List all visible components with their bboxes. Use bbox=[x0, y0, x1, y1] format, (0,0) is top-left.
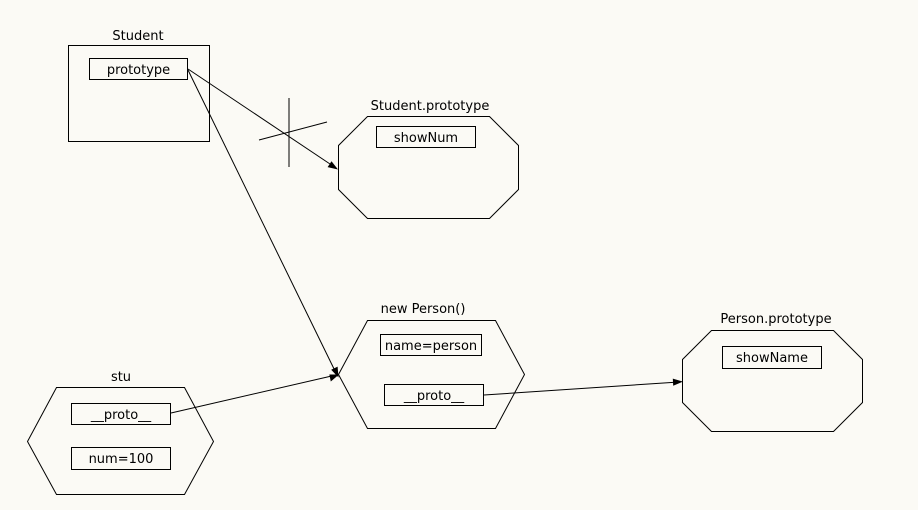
new-person-proto-field: __proto__ bbox=[384, 384, 484, 406]
edge-line bbox=[483, 381, 680, 396]
arrowhead bbox=[672, 378, 683, 386]
edge-student-to-new-person bbox=[187, 69, 339, 378]
person-prototype-node: Person.prototype showName bbox=[682, 312, 863, 432]
name-person-label: name=person bbox=[385, 339, 477, 354]
new-person-proto-box bbox=[384, 384, 484, 406]
person-prototype-shape bbox=[682, 330, 863, 432]
student-prototype-field: prototype bbox=[89, 58, 188, 80]
arrowhead bbox=[329, 374, 339, 382]
student-prototype-box bbox=[89, 58, 188, 80]
show-name-field: showName bbox=[722, 346, 822, 369]
student-title: Student bbox=[112, 29, 163, 44]
cross-out-mark bbox=[258, 98, 328, 167]
stu-node: stu __proto__ num=100 bbox=[26, 370, 215, 495]
student-prototype-label: prototype bbox=[107, 63, 170, 78]
stu-proto-field: __proto__ bbox=[71, 403, 171, 425]
show-num-field: showNum bbox=[376, 126, 476, 148]
edge-line bbox=[187, 68, 337, 169]
num-label: num=100 bbox=[89, 452, 154, 467]
edge-line bbox=[170, 374, 337, 414]
show-num-label: showNum bbox=[394, 131, 458, 146]
show-name-box bbox=[722, 346, 822, 369]
edge-line bbox=[187, 69, 338, 376]
student-prototype-title: Student.prototype bbox=[371, 99, 490, 114]
edge-stu-to-new-person bbox=[170, 374, 339, 414]
show-num-box bbox=[376, 126, 476, 148]
name-person-box bbox=[380, 334, 482, 356]
cross-out-diagonal bbox=[258, 121, 328, 141]
arrowhead bbox=[327, 161, 338, 170]
person-prototype-title: Person.prototype bbox=[720, 312, 831, 327]
show-name-label: showName bbox=[736, 351, 808, 366]
num-box bbox=[71, 447, 171, 470]
student-node: Student prototype bbox=[68, 29, 210, 142]
stu-proto-label: __proto__ bbox=[90, 408, 152, 423]
stu-proto-box bbox=[71, 403, 171, 425]
name-person-field: name=person bbox=[380, 334, 482, 356]
new-person-proto-label: __proto__ bbox=[403, 389, 465, 404]
student-prototype-node: Student.prototype showNum bbox=[338, 99, 519, 219]
stu-title: stu bbox=[111, 370, 131, 385]
new-person-title: new Person() bbox=[381, 302, 466, 317]
edge-student-to-student-prototype bbox=[187, 68, 338, 170]
new-person-node: new Person() name=person __proto__ bbox=[337, 302, 526, 429]
num-field: num=100 bbox=[71, 447, 171, 470]
edge-new-person-to-person-prototype bbox=[483, 378, 683, 396]
